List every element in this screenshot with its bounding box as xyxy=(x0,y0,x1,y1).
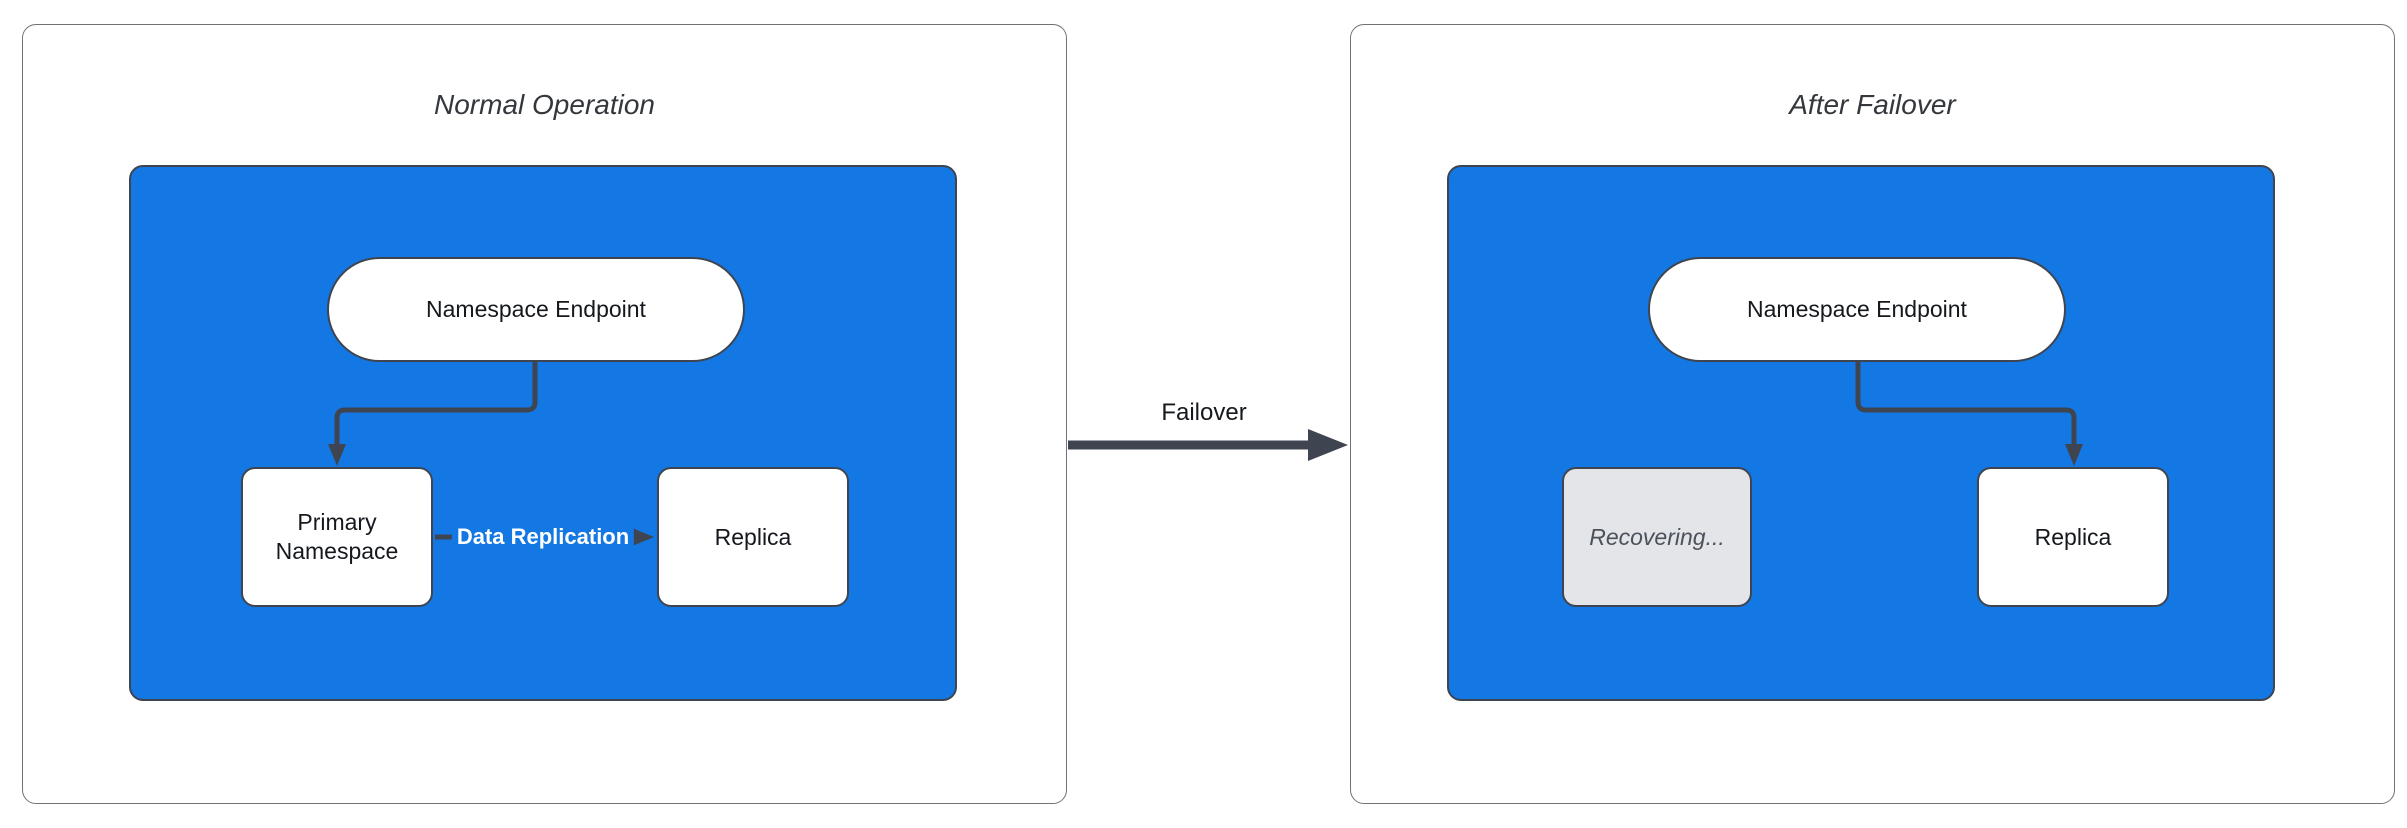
node-label: Namespace Endpoint xyxy=(426,296,646,323)
namespace-container-failover: Namespace Endpoint Recovering... Replica xyxy=(1447,165,2275,701)
namespace-container-normal: Namespace Endpoint Primary Namespace Rep… xyxy=(129,165,957,701)
node-label: Primary Namespace xyxy=(275,509,399,564)
node-namespace-endpoint-failover: Namespace Endpoint xyxy=(1648,257,2066,362)
panel-title-normal-operation: Normal Operation xyxy=(434,89,655,120)
node-primary-namespace: Primary Namespace xyxy=(241,467,433,607)
node-label: Recovering... xyxy=(1589,523,1725,550)
node-namespace-endpoint-normal: Namespace Endpoint xyxy=(327,257,745,362)
panel-title-after-failover: After Failover xyxy=(1789,89,1956,120)
edge-label-failover: Failover xyxy=(1161,399,1247,426)
node-label: Namespace Endpoint xyxy=(1747,296,1967,323)
node-replica-normal: Replica xyxy=(657,467,849,607)
panel-after-failover: After Failover Namespace Endpoint Recove… xyxy=(1350,24,2395,804)
node-recovering: Recovering... xyxy=(1562,467,1752,607)
node-replica-failover: Replica xyxy=(1977,467,2169,607)
connector-failover xyxy=(1068,429,1348,461)
node-label: Replica xyxy=(2034,523,2112,550)
arrowhead-right-icon xyxy=(1308,429,1348,461)
node-label: Replica xyxy=(714,523,792,550)
panel-normal-operation: Normal Operation Namespace Endpoint Prim… xyxy=(22,24,1067,804)
edge-label-data-replication: Data Replication xyxy=(451,523,635,551)
